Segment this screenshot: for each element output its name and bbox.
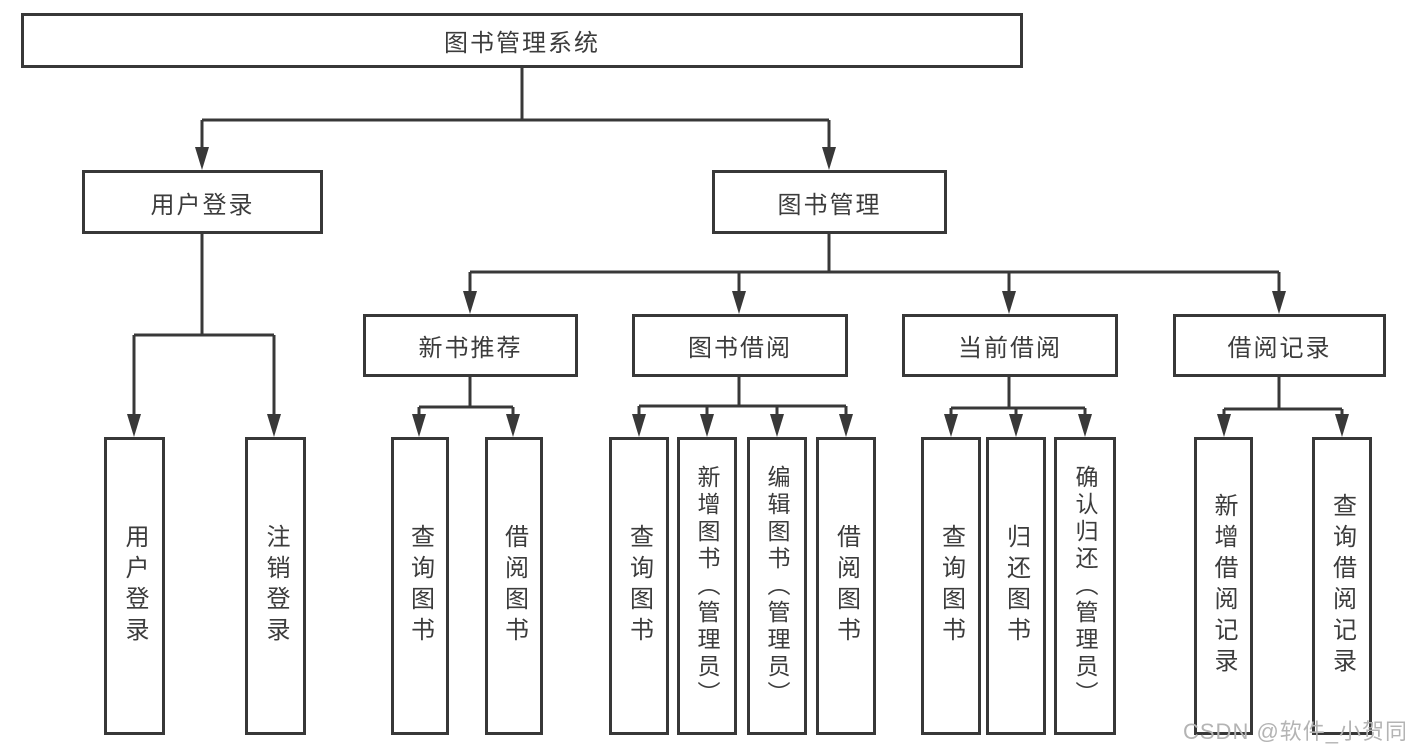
leaf-records-add-record: 新增借阅记录 [1194,437,1253,735]
node-book-borrow: 图书借阅 [632,314,848,377]
arrow-down-icon [463,291,477,314]
leaf-current-confirm-return-admin: 确认归还（管理员） [1054,437,1116,735]
node-book-borrow-label: 图书借阅 [688,335,792,362]
node-book-management-label: 图书管理 [777,191,882,219]
arrow-down-icon [127,414,141,437]
arrow-down-icon [1272,291,1286,314]
node-book-management: 图书管理 [712,170,947,234]
leaf-borrow-edit-book-admin: 编辑图书（管理员） [747,437,807,735]
arrow-down-icon [1078,414,1092,437]
watermark: CSDN @软件_小贺同学 [1183,719,1405,744]
arrow-down-icon [944,414,958,437]
leaf-borrow-query-book: 查询图书 [609,437,669,735]
leaf-borrow-borrow-book: 借阅图书 [816,437,876,735]
connector-newrec-to-leaves [417,377,515,419]
arrow-down-icon [822,147,836,170]
arrow-down-icon [1335,414,1349,437]
node-borrow-records: 借阅记录 [1173,314,1386,377]
arrow-down-icon [839,414,853,437]
leaf-logout: 注销登录 [245,437,306,735]
leaf-user-login: 用户登录 [104,437,165,735]
connector-userlogin-to-leaves [132,234,276,419]
node-current-borrow-label: 当前借阅 [958,335,1062,362]
arrow-down-icon [506,414,520,437]
arrow-down-icon [1002,291,1016,314]
node-root: 图书管理系统 [21,13,1023,68]
arrow-down-icon [1217,414,1231,437]
connector-borrow-to-leaves [637,377,848,419]
connector-root-to-level2 [200,68,831,152]
connector-records-to-leaves [1222,377,1344,419]
node-user-login-label: 用户登录 [150,191,255,219]
leaf-current-return-book: 归还图书 [986,437,1046,735]
node-user-login: 用户登录 [82,170,323,234]
arrow-down-icon [632,414,646,437]
arrow-down-icon [412,414,426,437]
arrow-down-icon [267,414,281,437]
leaf-recommend-query-book: 查询图书 [391,437,449,735]
connector-current-to-leaves [949,377,1087,419]
node-root-label: 图书管理系统 [444,30,600,57]
arrow-down-icon [700,414,714,437]
node-current-borrow: 当前借阅 [902,314,1118,377]
arrow-down-icon [770,414,784,437]
node-new-book-recommend: 新书推荐 [363,314,578,377]
connector-bookmgmt-to-level3 [468,234,1281,296]
leaf-current-query-book: 查询图书 [921,437,981,735]
arrow-down-icon [1009,414,1023,437]
node-borrow-records-label: 借阅记录 [1227,335,1332,362]
arrow-down-icon [732,291,746,314]
arrow-down-icon [195,147,209,170]
leaf-recommend-borrow-book: 借阅图书 [485,437,543,735]
leaf-borrow-add-book-admin: 新增图书（管理员） [677,437,737,735]
leaf-records-query-record: 查询借阅记录 [1312,437,1372,735]
arrowheads [127,147,1349,437]
node-new-book-recommend-label: 新书推荐 [418,335,523,362]
